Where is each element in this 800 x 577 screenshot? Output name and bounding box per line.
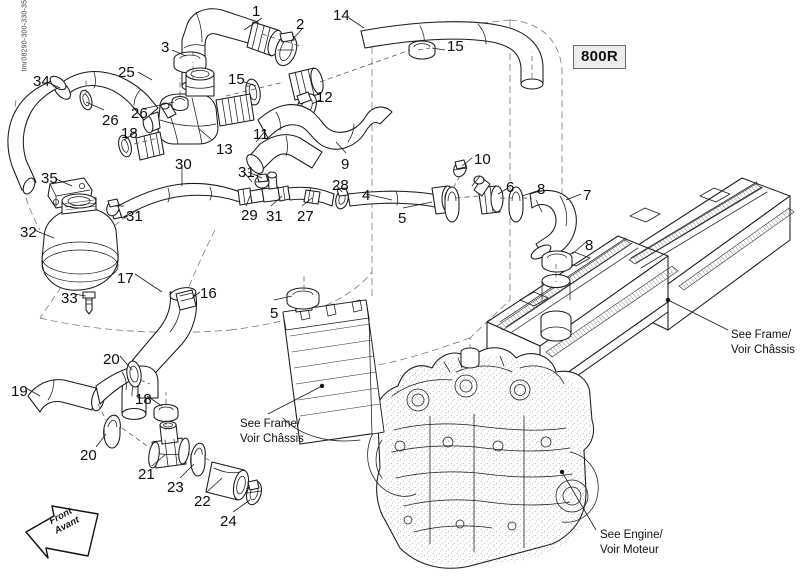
callout-number: 27 [297, 208, 314, 225]
model-badge: 800R [573, 45, 627, 69]
hose-14 [360, 21, 544, 90]
callout-number: 9 [341, 156, 350, 173]
callout-number: 8 [537, 181, 546, 198]
hose-9 [257, 104, 393, 150]
connector-6 [471, 175, 504, 215]
callout-number: 29 [241, 207, 258, 224]
callout-number: 12 [316, 89, 333, 106]
seal-23 [190, 442, 206, 477]
callout-number: 8 [585, 237, 594, 254]
seal-18-upper [118, 134, 132, 158]
callout-number: 16 [200, 285, 217, 302]
callout-number: 19 [11, 383, 28, 400]
hose-7 [529, 190, 577, 261]
callout-number: 24 [220, 513, 237, 530]
callout-number: 28 [332, 177, 349, 194]
callout-number: 20 [103, 351, 120, 368]
tee-fitting-21 [148, 420, 190, 469]
callout-number: 23 [167, 479, 184, 496]
assembly-axis-lines [85, 33, 557, 491]
drawing-id-watermark: tmr08290-300-330-350 [21, 0, 29, 72]
clamp-10 [453, 159, 468, 178]
clamp-31-upper [254, 173, 270, 189]
callout-number: 5 [270, 305, 279, 322]
callout-number: 15 [228, 71, 245, 88]
callout-number: 30 [175, 156, 192, 173]
callout-number: 34 [33, 73, 50, 90]
seal-15-right [408, 40, 436, 60]
callout-number: 21 [138, 466, 155, 483]
callout-number: 17 [117, 270, 134, 287]
seal-26-right [171, 95, 189, 111]
callout-number: 32 [20, 224, 37, 241]
callout-number: 7 [583, 187, 592, 204]
seal-5-radiator [286, 287, 320, 310]
engine-block [367, 347, 599, 569]
callout-number: 14 [333, 7, 350, 24]
callout-number: 15 [447, 38, 464, 55]
callout-number: 22 [194, 493, 211, 510]
heat-exchanger-rail [486, 177, 795, 403]
seal-18-lower [153, 403, 179, 423]
callout-number: 4 [362, 187, 371, 204]
seal-8-lower [541, 250, 573, 273]
leader-lines [25, 17, 729, 531]
clamp-31-tank [106, 198, 120, 217]
sleeve-15b [288, 67, 324, 101]
callout-number: 31 [238, 164, 255, 181]
reference-note-engine: See Engine/ Voir Moteur [600, 529, 663, 556]
clip-16 [175, 289, 197, 311]
callout-number: 1 [252, 3, 261, 20]
radiator-core [282, 293, 385, 445]
bolt-33 [82, 291, 96, 315]
callout-number: 31 [126, 208, 143, 225]
clamp-24 [245, 479, 263, 506]
seal-26-left [79, 89, 93, 111]
callout-number: 33 [61, 290, 78, 307]
reference-note-frame-radiator: See Frame/ Voir Châssis [240, 418, 304, 445]
seal-20-lower [103, 414, 121, 449]
seal-8-upper [508, 186, 524, 223]
callout-number: 6 [506, 179, 515, 196]
hose-11 [246, 134, 323, 174]
callout-number: 10 [474, 151, 491, 168]
hose-34 [7, 75, 67, 195]
callout-number: 20 [80, 447, 97, 464]
hose-22 [205, 461, 250, 501]
reference-note-frame-right: See Frame/ Voir Châssis [731, 329, 795, 356]
clamp-2 [274, 31, 298, 67]
callout-number: 5 [398, 210, 407, 227]
callout-number: 26 [131, 105, 148, 122]
callout-number: 26 [102, 112, 119, 129]
front-arrow-icon [25, 505, 99, 559]
callout-number: 3 [161, 39, 170, 56]
callout-number: 18 [135, 391, 152, 408]
callout-number: 31 [266, 208, 283, 225]
callout-number: 35 [41, 170, 58, 187]
callout-number: 2 [296, 16, 305, 33]
callout-number: 18 [121, 125, 138, 142]
seal-5-right [444, 186, 460, 223]
callout-number: 11 [253, 126, 269, 143]
callout-number: 13 [216, 141, 233, 158]
callout-number: 25 [118, 64, 135, 81]
